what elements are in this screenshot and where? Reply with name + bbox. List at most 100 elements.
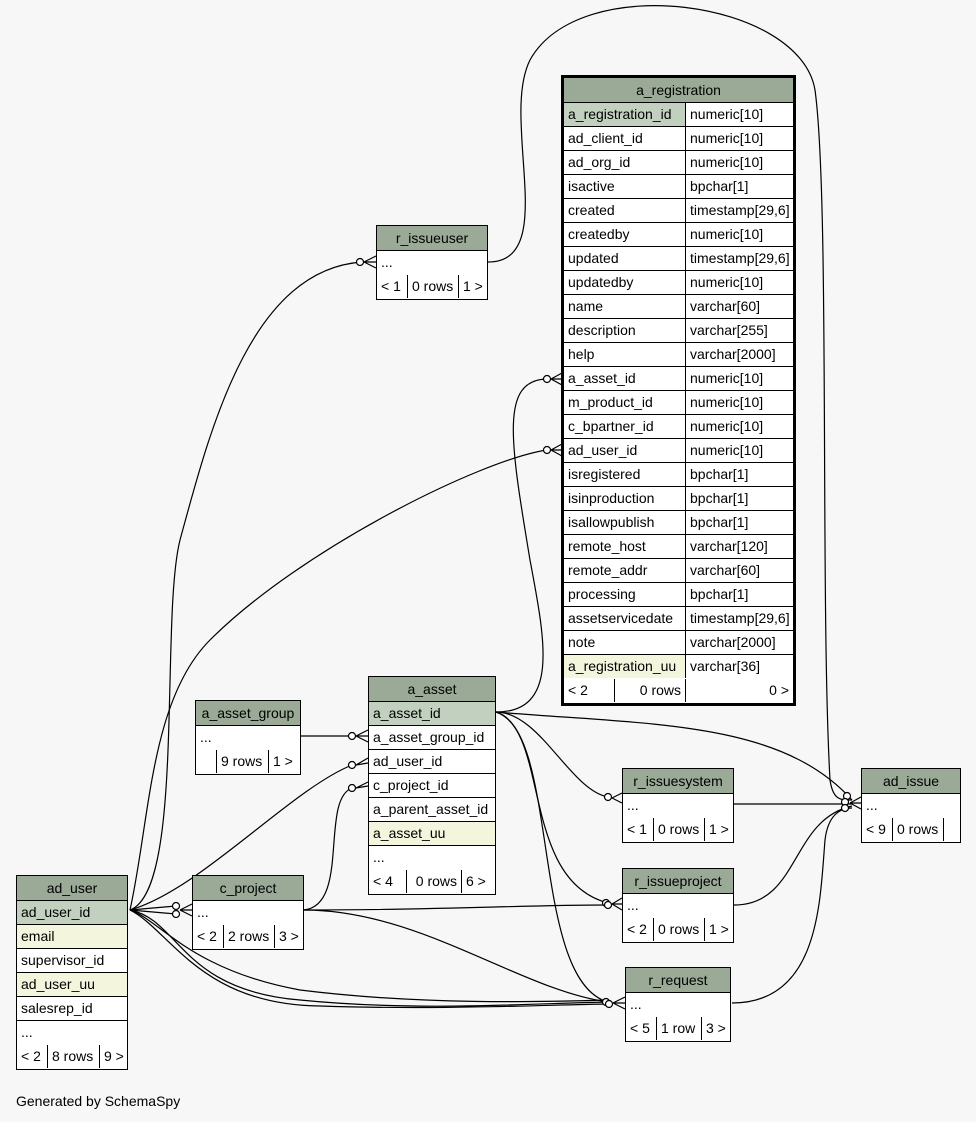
table-title[interactable]: a_asset [369, 677, 495, 702]
parents-count[interactable]: < 2 [197, 928, 217, 944]
children-count[interactable]: 1 > [704, 818, 733, 841]
parents-count[interactable] [196, 750, 216, 773]
children-count[interactable]: 1 > [704, 918, 733, 941]
crowfoot-a-registration-user [550, 443, 563, 457]
column-row[interactable]: a_asset_group_id [369, 726, 495, 750]
table-ad-issue[interactable]: ad_issue ... < 9 0 rows [861, 768, 961, 843]
table-r-request[interactable]: r_request ... < 5 1 row 3 > [625, 967, 731, 1042]
parents-count[interactable]: < 2 [568, 682, 588, 698]
column-type: numeric[10] [685, 127, 793, 150]
parents-count[interactable]: < 1 [381, 278, 401, 294]
edge-ad-user-r-request-3 [129, 909, 609, 1003]
table-title[interactable]: r_issuesystem [623, 769, 733, 794]
table-title[interactable]: r_issueproject [623, 869, 733, 894]
parents-count[interactable]: < 5 [630, 1020, 650, 1036]
table-title[interactable]: c_project [193, 876, 303, 901]
table-title[interactable]: a_registration [564, 78, 793, 103]
column-row[interactable]: ... [193, 901, 303, 925]
column-row[interactable]: a_parent_asset_id [369, 798, 495, 822]
column-type: numeric[10] [685, 271, 793, 294]
children-count[interactable]: 1 > [268, 750, 300, 773]
parents-count[interactable]: < 2 [627, 921, 647, 937]
parents-count[interactable]: < 4 [373, 873, 393, 889]
table-a-asset[interactable]: a_asset a_asset_id a_asset_group_id ad_use… [368, 676, 496, 895]
children-count[interactable]: 1 > [458, 275, 487, 298]
children-count[interactable] [943, 818, 960, 841]
column-name: supervisor_id [21, 952, 105, 968]
column-name: ad_user_id [568, 442, 638, 458]
column-row[interactable]: a_asset_uu [369, 822, 495, 846]
row-count: 8 rows [47, 1045, 99, 1068]
parents-count[interactable]: < 1 [627, 821, 647, 837]
column-name: a_asset_group_id [373, 729, 485, 745]
children-count[interactable]: 6 > [461, 870, 495, 893]
table-title[interactable]: r_request [626, 968, 730, 993]
table-r-issueuser[interactable]: r_issueuser ... < 1 0 rows 1 > [376, 225, 488, 300]
column-row[interactable]: a_asset_id [369, 702, 495, 726]
column-name: ad_user_id [17, 901, 127, 924]
column-row[interactable]: ... [196, 726, 300, 750]
column-row[interactable]: ad_user_id [369, 750, 495, 774]
children-count[interactable]: 3 > [701, 1017, 730, 1040]
table-r-issuesystem[interactable]: r_issuesystem ... < 1 0 rows 1 > [622, 768, 734, 843]
column-name: ad_user_id [373, 753, 443, 769]
column-row[interactable]: ad_user_id [17, 901, 127, 925]
table-title[interactable]: ad_issue [862, 769, 960, 794]
column-row[interactable]: ... [623, 794, 733, 818]
column-row[interactable]: c_project_id [369, 774, 495, 798]
table-r-issueproject[interactable]: r_issueproject ... < 2 0 rows 1 > [622, 868, 734, 943]
parents-count[interactable]: < 9 [866, 821, 886, 837]
column-row[interactable]: ... [626, 993, 730, 1017]
column-row[interactable]: ... [17, 1021, 127, 1045]
parents-count[interactable]: < 2 [21, 1048, 41, 1064]
column-name: ad_user_uu [17, 973, 127, 996]
column-row[interactable]: salesrep_id [17, 997, 127, 1021]
column-row[interactable]: ... [377, 251, 487, 275]
column-row[interactable]: ... [862, 794, 960, 818]
column-name: ... [627, 797, 639, 813]
table-title[interactable]: r_issueuser [377, 226, 487, 251]
children-count[interactable]: 0 > [685, 679, 793, 702]
table-title[interactable]: a_asset_group [196, 701, 300, 726]
table-a-asset-group[interactable]: a_asset_group ... 9 rows 1 > [195, 700, 301, 775]
column-row[interactable]: ... [623, 894, 733, 918]
table-c-project[interactable]: c_project ... < 2 2 rows 3 > [192, 875, 304, 950]
children-count[interactable]: 3 > [274, 925, 303, 948]
table-title[interactable]: ad_user [17, 876, 127, 901]
column-row[interactable]: supervisor_id [17, 949, 127, 973]
column-row[interactable]: ... [369, 846, 495, 870]
column-row[interactable]: email [17, 925, 127, 949]
table-footer: < 2 0 rows 1 > [623, 918, 733, 942]
children-count[interactable]: 9 > [99, 1045, 127, 1068]
column-row[interactable]: ad_user_uu [17, 973, 127, 997]
table-footer: < 2 0 rows 0 > [564, 679, 793, 703]
edge-a-asset-r-issueproject [495, 711, 609, 904]
column-list: ... [196, 726, 300, 750]
